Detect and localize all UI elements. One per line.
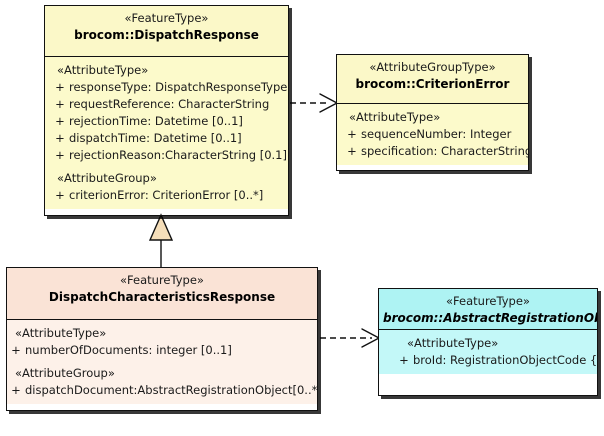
attribute-visibility: + bbox=[55, 188, 65, 202]
class-name: brocom::CriterionError bbox=[355, 77, 510, 91]
class-header-dispatch-response: «FeatureType» brocom::DispatchResponse bbox=[45, 6, 288, 57]
attribute-text: specification: CharacterString bbox=[361, 144, 529, 158]
compartment-group-label: «AttributeType» bbox=[57, 63, 149, 77]
class-header-dispatch-characteristics-response: «FeatureType» DispatchCharacteristicsRes… bbox=[7, 268, 317, 320]
attribute-text: rejectionTime: Datetime [0..1] bbox=[69, 114, 243, 128]
class-body-criterion-error: «AttributeType» + sequenceNumber: Integer… bbox=[337, 104, 528, 165]
attribute-visibility: + bbox=[11, 343, 21, 357]
class-name: DispatchCharacteristicsResponse bbox=[48, 290, 276, 304]
attribute-visibility: + bbox=[11, 383, 21, 397]
attribute-text: dispatchTime: Datetime [0..1] bbox=[69, 131, 242, 145]
class-stereotype: «FeatureType» bbox=[120, 273, 204, 287]
compartment-group-label: «AttributeType» bbox=[15, 326, 107, 340]
class-stereotype: «AttributeGroupType» bbox=[369, 60, 496, 74]
attribute-text: broId: RegistrationObjectCode {id} bbox=[413, 353, 598, 367]
attribute-visibility: + bbox=[55, 131, 65, 145]
attribute-row[interactable]: + numberOfDocuments: integer [0..1] bbox=[7, 342, 315, 359]
attribute-visibility: + bbox=[55, 148, 65, 162]
compartment-group-label: «AttributeGroup» bbox=[15, 366, 115, 380]
class-box-dispatch-response[interactable]: «FeatureType» brocom::DispatchResponse «… bbox=[44, 5, 289, 216]
class-stereotype: «FeatureType» bbox=[124, 11, 209, 25]
attribute-row[interactable]: + rejectionTime: Datetime [0..1] bbox=[47, 113, 286, 130]
dependency-dispatchresponse-criterionerror bbox=[290, 93, 339, 113]
attribute-row[interactable]: + requestReference: CharacterString bbox=[47, 96, 286, 113]
compartment-group-label: «AttributeType» bbox=[349, 110, 441, 124]
attribute-text: responseType: DispatchResponseType bbox=[69, 80, 288, 94]
class-box-criterion-error[interactable]: «AttributeGroupType» brocom::CriterionEr… bbox=[336, 54, 529, 171]
attribute-row[interactable]: + rejectionReason:CharacterString [0.1] bbox=[47, 147, 287, 164]
attribute-text: numberOfDocuments: integer [0..1] bbox=[25, 343, 232, 357]
attribute-row[interactable]: + specification: CharacterString bbox=[339, 143, 529, 160]
attribute-row[interactable]: + criterionError: CriterionError [0..*] bbox=[47, 187, 286, 204]
class-body-dispatch-characteristics-response: «AttributeType» + numberOfDocuments: inte… bbox=[7, 320, 317, 404]
attribute-visibility: + bbox=[347, 127, 357, 141]
attribute-visibility: + bbox=[399, 353, 409, 367]
dependency-dispatchcharacteristics-abstractregistrationobject bbox=[320, 328, 381, 348]
attribute-visibility: + bbox=[55, 80, 65, 94]
class-stereotype: «FeatureType» bbox=[446, 294, 530, 308]
class-body-abstract-registration-object: «AttributeType» + broId: RegistrationObje… bbox=[379, 330, 597, 374]
attribute-text: rejectionReason:CharacterString [0.1] bbox=[69, 148, 287, 162]
class-body-dispatch-response: «AttributeType» + responseType: DispatchR… bbox=[45, 57, 288, 209]
class-header-abstract-registration-object: «FeatureType» brocom::AbstractRegistrati… bbox=[379, 289, 597, 330]
compartment-group-label: «AttributeType» bbox=[407, 336, 499, 350]
attribute-row[interactable]: + responseType: DispatchResponseType bbox=[47, 79, 288, 96]
class-box-dispatch-characteristics-response[interactable]: «FeatureType» DispatchCharacteristicsRes… bbox=[6, 267, 318, 411]
class-name: brocom::AbstractRegistrationObject bbox=[383, 311, 597, 325]
attribute-row[interactable]: + broId: RegistrationObjectCode {id} bbox=[381, 352, 598, 369]
class-header-criterion-error: «AttributeGroupType» brocom::CriterionEr… bbox=[337, 55, 528, 104]
attribute-row[interactable]: + dispatchDocument:AbstractRegistrationOb… bbox=[7, 382, 318, 399]
generalization-dispatchcharacteristics-to-dispatchresponse bbox=[148, 213, 174, 267]
class-box-abstract-registration-object[interactable]: «FeatureType» brocom::AbstractRegistrati… bbox=[378, 288, 598, 396]
attribute-visibility: + bbox=[55, 97, 65, 111]
attribute-visibility: + bbox=[347, 144, 357, 158]
attribute-visibility: + bbox=[55, 114, 65, 128]
attribute-text: dispatchDocument:AbstractRegistrationObj… bbox=[25, 383, 318, 397]
attribute-row[interactable]: + dispatchTime: Datetime [0..1] bbox=[47, 130, 286, 147]
compartment-group-label: «AttributeGroup» bbox=[57, 171, 157, 185]
attribute-text: criterionError: CriterionError [0..*] bbox=[69, 188, 264, 202]
attribute-text: sequenceNumber: Integer bbox=[361, 127, 512, 141]
class-name: brocom::DispatchResponse bbox=[74, 28, 259, 42]
attribute-text: requestReference: CharacterString bbox=[69, 97, 270, 111]
attribute-row[interactable]: + sequenceNumber: Integer bbox=[339, 126, 526, 143]
